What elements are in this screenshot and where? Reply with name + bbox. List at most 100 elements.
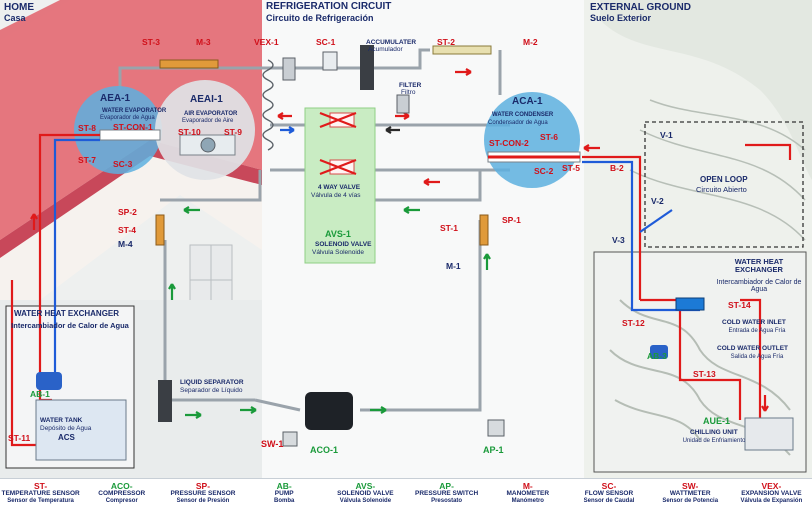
vex1-tag: VEX-1 bbox=[254, 37, 279, 47]
b2-tag: B-2 bbox=[610, 163, 624, 173]
liquid-separator bbox=[158, 380, 172, 422]
legend-name-en: PRESSURE SENSOR bbox=[170, 489, 236, 497]
four-way-name-es: Válvula de 4 vías bbox=[311, 192, 361, 199]
open-loop-name-en: OPEN LOOP bbox=[700, 175, 748, 184]
refrig-subtitle: Circuito de Refrigeración bbox=[266, 13, 374, 23]
liquid-sep-name-en: LIQUID SEPARATOR bbox=[180, 379, 244, 386]
tree-shade bbox=[600, 0, 812, 180]
tank-name-es: Depósito de Agua bbox=[40, 425, 92, 432]
legend-name-en: PRESSURE SWITCH bbox=[414, 489, 479, 497]
vex1-valve bbox=[282, 57, 296, 81]
st8-tag: ST-8 bbox=[78, 123, 96, 133]
ap1-device bbox=[487, 419, 505, 437]
st9-tag: ST-9 bbox=[224, 127, 242, 137]
m3-sensor bbox=[159, 59, 219, 69]
open-loop-box bbox=[644, 121, 804, 248]
legend-name-es: Sensor de Caudal bbox=[583, 497, 635, 504]
cold-inlet-en: COLD WATER INLET bbox=[722, 319, 786, 326]
aea1-name-es: Evaporador de Agua bbox=[100, 115, 155, 121]
flow-arrows bbox=[30, 68, 769, 419]
m2-tag: M-2 bbox=[523, 37, 538, 47]
aue1-name-en: CHILLING UNIT bbox=[690, 429, 738, 436]
legend-name-es: Sensor de Potencia bbox=[662, 497, 719, 504]
st2-tag: ST-2 bbox=[437, 37, 455, 47]
chilling-unit bbox=[744, 417, 794, 451]
tank-extra: ACS bbox=[58, 433, 75, 442]
avs1-code: AVS-1 bbox=[325, 229, 351, 239]
aeai1-name-es: Evaporador de Aire bbox=[182, 118, 234, 124]
sc1-tag: SC-1 bbox=[316, 37, 336, 47]
water-tank bbox=[35, 399, 127, 461]
cold-outlet-es: Salida de Agua Fría bbox=[730, 354, 784, 360]
aeai1-name-en: AIR EVAPORATOR bbox=[184, 111, 238, 117]
open-loop-name-es: Circuito Abierto bbox=[696, 185, 747, 194]
sw1-device bbox=[282, 431, 298, 447]
legend-code: AB- bbox=[276, 481, 292, 491]
st1-tag: ST-1 bbox=[440, 223, 458, 233]
legend-code: SC- bbox=[601, 481, 617, 491]
legend-name-en: WATTMETER bbox=[669, 489, 711, 497]
st6-tag: ST-6 bbox=[540, 132, 558, 142]
legend-name-es: Presostato bbox=[431, 497, 463, 504]
avs1-name-es: Válvula Solenoide bbox=[312, 249, 365, 256]
st12-tag: ST-12 bbox=[622, 318, 645, 328]
aco1-code: ACO-1 bbox=[310, 445, 339, 455]
cold-inlet-es: Entrada de Agua Fría bbox=[728, 328, 786, 334]
cold-water-lines bbox=[53, 138, 700, 380]
m4-tag: M-4 bbox=[118, 239, 133, 249]
legend-name-en: PUMP bbox=[274, 489, 294, 497]
home-subtitle: Casa bbox=[4, 13, 26, 23]
legend-name-es: Bomba bbox=[274, 497, 295, 504]
aeai1-code: AEAI-1 bbox=[190, 94, 223, 105]
legend-name-en: EXPANSION VALVE bbox=[741, 489, 802, 497]
legend-name-es: Manómetro bbox=[511, 497, 544, 504]
ap1-code: AP-1 bbox=[483, 445, 504, 455]
legend-code: VEX- bbox=[761, 481, 782, 491]
four-way-name-en: 4 WAY VALVE bbox=[318, 184, 361, 191]
avs1-name-en: SOLENOID VALVE bbox=[315, 241, 372, 248]
aue1-name-es: Unidad de Enfriamiento bbox=[682, 438, 746, 444]
sp2-device bbox=[155, 214, 165, 246]
legend-code: M- bbox=[522, 481, 533, 491]
ground-whe-name-es: Intercambiador de Calor de Agua bbox=[716, 279, 802, 293]
st10-tag: ST-10 bbox=[178, 127, 201, 137]
sp2-tag: SP-2 bbox=[118, 207, 137, 217]
legend-code: SW- bbox=[682, 481, 699, 491]
legend-code: ST- bbox=[33, 481, 48, 491]
legend-name-es: Válvula de Expansión bbox=[740, 497, 803, 504]
aca1-circle bbox=[484, 92, 580, 188]
st11-tag: ST-11 bbox=[8, 433, 31, 443]
sc1-sensor bbox=[322, 51, 338, 71]
legend-name-en: COMPRESSOR bbox=[98, 489, 146, 497]
ab3-code: AB-3 bbox=[647, 351, 667, 361]
legend-name-es: Válvula Solenoide bbox=[339, 497, 392, 504]
filter-name-es: Filtro bbox=[401, 89, 416, 96]
sp1-tag: SP-1 bbox=[502, 215, 521, 225]
legend-name-en: MANOMETER bbox=[506, 489, 550, 497]
aea1-sensor: ST-CON-1 bbox=[113, 122, 153, 132]
legend-name-es: Sensor de Temperatura bbox=[7, 497, 74, 504]
st14-tag: ST-14 bbox=[728, 300, 751, 310]
m3-tag: M-3 bbox=[196, 37, 211, 47]
ground-whe-name-en: WATER HEAT EXCHANGER bbox=[734, 257, 784, 274]
ground-whe bbox=[675, 297, 705, 311]
aea1-name-en: WATER EVAPORATOR bbox=[102, 108, 167, 114]
legend-name-es: Sensor de Presión bbox=[176, 497, 230, 504]
aca1-code: ACA-1 bbox=[512, 96, 543, 107]
compressor bbox=[305, 392, 353, 430]
liquid-sep-name-es: Separador de Líquido bbox=[180, 387, 243, 394]
filter-name-en: FILTER bbox=[399, 82, 422, 89]
accumulator-name-en: ACCUMULATER bbox=[366, 39, 417, 46]
valve-panel bbox=[304, 107, 376, 264]
st7-tag: ST-7 bbox=[78, 155, 96, 165]
